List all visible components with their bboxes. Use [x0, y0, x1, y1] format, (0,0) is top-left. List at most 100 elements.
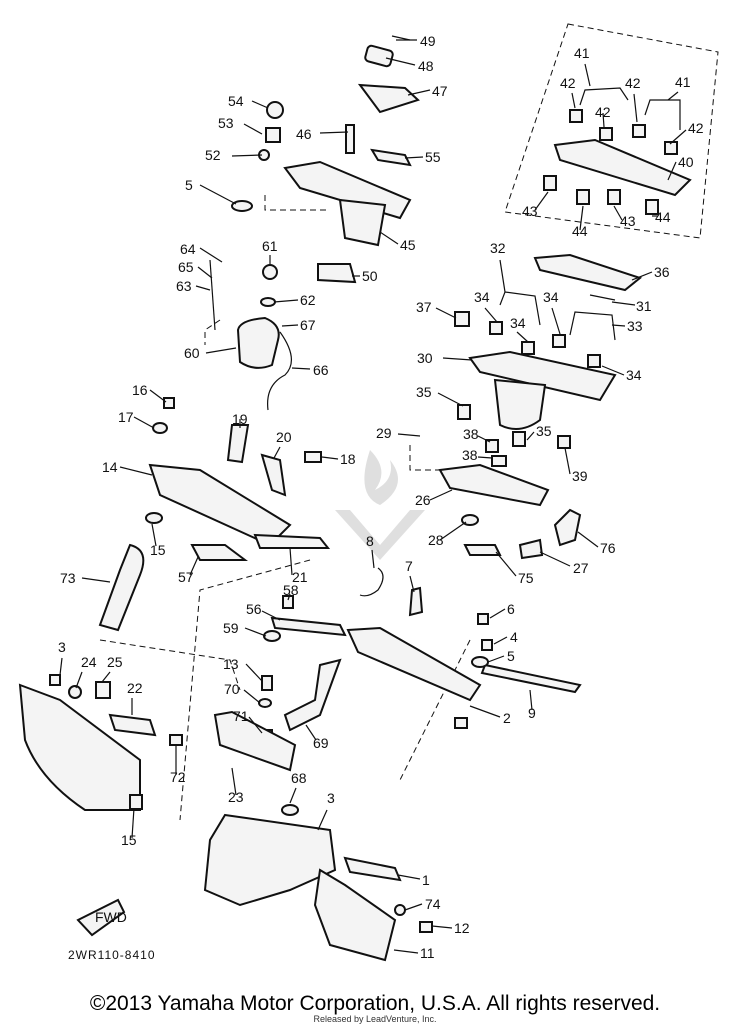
part-36	[533, 253, 643, 292]
leader-line	[195, 285, 211, 291]
part-59	[263, 630, 281, 642]
leader-line	[526, 431, 535, 441]
leader-line	[321, 456, 339, 460]
part-27	[518, 538, 544, 560]
callout-74: 74	[425, 896, 441, 912]
callout-58: 58	[283, 582, 299, 598]
leader-line	[379, 231, 399, 245]
leader-line	[484, 307, 498, 323]
part-39	[491, 455, 507, 467]
callout-44: 44	[572, 223, 588, 239]
leader-line	[231, 154, 263, 157]
part-5b	[471, 656, 489, 668]
callout-25: 25	[107, 654, 123, 670]
leader-line	[602, 112, 605, 128]
part-43b	[607, 189, 621, 205]
part-53	[265, 127, 281, 143]
leader-line	[579, 205, 584, 231]
callout-63: 63	[176, 278, 192, 294]
reservoir-60	[236, 316, 280, 369]
leader-line	[244, 627, 267, 637]
part-34	[489, 321, 503, 335]
leader-line	[404, 903, 423, 911]
callout-5: 5	[507, 648, 515, 664]
part-35b	[512, 431, 526, 447]
part-10	[313, 868, 397, 962]
callout-3: 3	[327, 790, 335, 806]
callout-27: 27	[573, 560, 589, 576]
leader-line	[205, 347, 237, 354]
callout-11: 11	[420, 945, 435, 961]
part-63	[209, 259, 216, 331]
callout-35: 35	[536, 423, 552, 439]
part-42	[569, 109, 583, 123]
leader-line	[487, 655, 505, 663]
part-3	[454, 717, 468, 729]
callout-38: 38	[463, 426, 479, 442]
callout-57: 57	[178, 569, 194, 585]
callout-49: 49	[420, 33, 436, 49]
leader-line	[281, 324, 299, 327]
grab-handle-32	[499, 291, 541, 326]
part-43	[543, 175, 557, 191]
callout-56: 56	[246, 601, 262, 617]
leader-line	[119, 466, 153, 476]
callout-19: 19	[232, 411, 248, 427]
leader-line	[613, 205, 623, 221]
leader-line	[149, 389, 167, 403]
callout-55: 55	[425, 149, 441, 165]
part-44b	[645, 199, 659, 215]
leader-line	[317, 809, 328, 831]
part-25	[68, 685, 82, 699]
leader-line	[397, 874, 421, 880]
part-7	[408, 586, 424, 617]
leader-line	[631, 271, 653, 281]
callout-66: 66	[313, 362, 329, 378]
callout-47: 47	[432, 83, 448, 99]
release-note: Released by LeadVenture, Inc.	[313, 1014, 437, 1024]
callout-29: 29	[376, 425, 392, 441]
leader-line	[534, 191, 549, 211]
part-72	[283, 658, 342, 732]
leader-line	[469, 705, 501, 718]
callout-61: 61	[262, 238, 278, 254]
part-34c	[552, 334, 566, 348]
callout-42: 42	[560, 75, 576, 91]
leader-line	[601, 365, 625, 376]
callout-38: 38	[462, 447, 478, 463]
bolt-46	[345, 124, 355, 154]
part-31	[589, 294, 616, 301]
bolt-70	[261, 675, 273, 691]
leader-line	[319, 131, 349, 134]
grab-handle-41	[579, 87, 629, 106]
leader-line	[231, 767, 237, 796]
callout-42: 42	[595, 104, 611, 120]
bracket-13	[108, 713, 157, 737]
callout-28: 28	[428, 532, 444, 548]
part-54	[266, 101, 284, 119]
leader-line	[248, 716, 263, 734]
leader-line	[243, 689, 261, 704]
leader-line	[393, 949, 419, 954]
bolt-11	[419, 921, 433, 933]
leader-line	[551, 307, 561, 335]
leader-line	[291, 367, 311, 370]
leader-line	[477, 435, 491, 443]
leader-line	[611, 301, 636, 306]
guide-line	[204, 319, 221, 345]
leader-line	[495, 551, 517, 577]
leader-line	[287, 593, 291, 601]
part-19	[226, 424, 250, 464]
leader-line	[437, 392, 464, 407]
part-42b	[599, 127, 613, 141]
part-48	[364, 44, 394, 68]
leader-line	[243, 123, 263, 135]
guide-line	[409, 445, 440, 471]
bracket-68	[213, 710, 297, 772]
callout-33: 33	[627, 318, 643, 334]
callout-60: 60	[184, 345, 200, 361]
part-12	[394, 904, 406, 916]
hose-66	[267, 331, 292, 411]
leader-line	[442, 357, 473, 361]
part-34d	[587, 354, 601, 368]
